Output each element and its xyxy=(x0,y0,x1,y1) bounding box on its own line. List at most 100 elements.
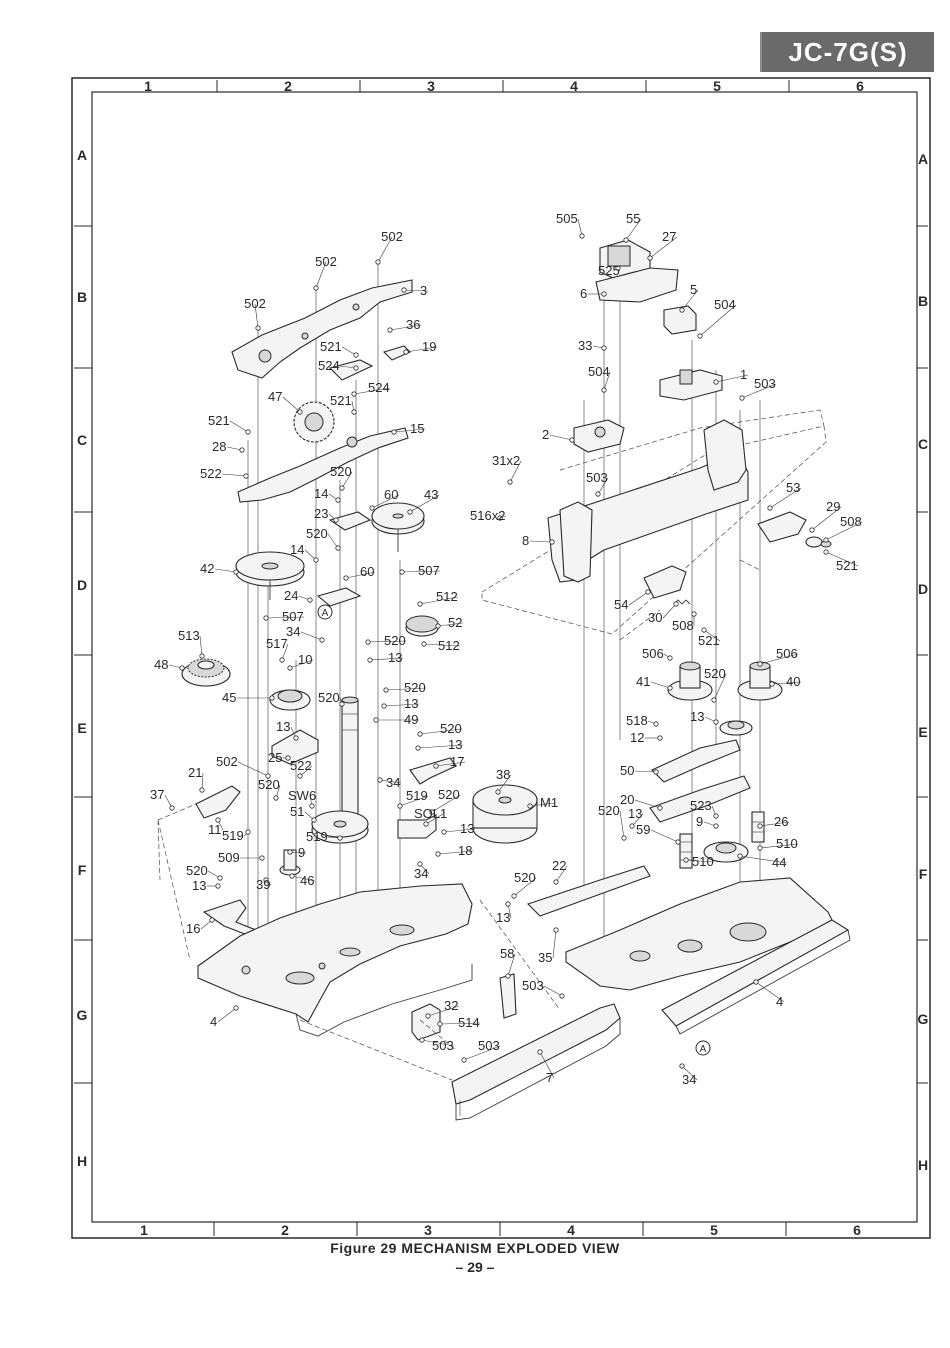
grid-row-label-left: B xyxy=(77,289,87,305)
callout-label: 25 xyxy=(268,750,282,765)
callout-label: 520 xyxy=(514,870,536,885)
callout: 503 xyxy=(739,376,777,401)
grid-col-label-top: 1 xyxy=(144,78,152,94)
callout: 504 xyxy=(697,297,737,339)
fastener-marker xyxy=(415,745,421,751)
grid-col-label-top: 4 xyxy=(570,78,578,94)
callout-leader xyxy=(371,494,400,509)
callout: 510 xyxy=(757,836,799,851)
callout-label: 7 xyxy=(546,1070,553,1085)
callout-label: 524 xyxy=(368,380,390,395)
grid-col-label-bottom: 6 xyxy=(853,1222,861,1238)
callout: 502 xyxy=(216,754,271,779)
fastener-marker xyxy=(417,861,423,867)
callout-label: 23 xyxy=(314,506,328,521)
reference-marker: A xyxy=(695,1040,711,1056)
fastener-marker xyxy=(713,823,719,829)
callout: 4 xyxy=(210,1005,239,1029)
callout-label: 510 xyxy=(692,854,714,869)
callout: 30 xyxy=(648,601,679,625)
callout: 24 xyxy=(284,588,313,603)
fastener-marker xyxy=(667,655,673,661)
callout-leader xyxy=(463,1045,501,1061)
callout-label: 55 xyxy=(626,211,640,226)
fastener-marker xyxy=(373,717,379,723)
callout-leader xyxy=(437,622,464,627)
callout-label: 521 xyxy=(836,558,858,573)
fastener-marker xyxy=(313,557,319,563)
callout-label: 520 xyxy=(384,633,406,648)
fastener-marker xyxy=(233,1005,239,1011)
callout-label: 4 xyxy=(210,1014,217,1029)
fastener-marker xyxy=(417,731,423,737)
callout-leader xyxy=(367,640,407,643)
callout: 18 xyxy=(435,843,474,858)
grid-row-label-left: H xyxy=(77,1153,87,1169)
callout: 60 xyxy=(343,564,376,581)
fastener-marker xyxy=(553,879,559,885)
figure-caption: Figure 29 MECHANISM EXPLODED VIEW xyxy=(330,1240,620,1256)
fastener-marker xyxy=(683,857,689,863)
callout-label: 519 xyxy=(222,828,244,843)
right-mechanism-assembly xyxy=(481,239,851,1035)
grid-row-label-left: E xyxy=(77,720,86,736)
callout-label: 4 xyxy=(776,994,783,1009)
callout-label: 13 xyxy=(388,650,402,665)
grid-col-label-bottom: 1 xyxy=(140,1222,148,1238)
callout: 521 xyxy=(320,339,359,358)
fastener-marker xyxy=(353,352,359,358)
callout: 520 xyxy=(704,666,727,703)
callout-leader xyxy=(662,603,677,619)
callout-leader xyxy=(399,795,429,807)
fastener-marker xyxy=(311,817,317,823)
callout-leader xyxy=(634,799,661,809)
fastener-marker xyxy=(549,539,555,545)
callout-leader xyxy=(389,324,422,331)
callout-label: 9 xyxy=(696,814,703,829)
callout-label: 520 xyxy=(704,666,726,681)
callout: 520 xyxy=(365,633,407,648)
callout-leader xyxy=(401,570,441,573)
fastener-marker xyxy=(757,845,763,851)
callout-leader xyxy=(423,643,461,647)
callout: 516x2 xyxy=(470,508,507,523)
callout: 27 xyxy=(647,229,678,261)
callout-leader xyxy=(634,770,657,773)
callout-leader xyxy=(201,772,204,791)
fastener-marker xyxy=(169,805,175,811)
fastener-marker xyxy=(287,849,293,855)
callout-leader xyxy=(507,953,516,977)
fastener-marker xyxy=(255,325,261,331)
callout-label: 34 xyxy=(682,1072,696,1087)
callout-label: 502 xyxy=(216,754,238,769)
callout: 13 xyxy=(192,878,221,893)
callout-leader xyxy=(437,850,474,855)
callout: 34 xyxy=(414,861,430,881)
callout-label: 512 xyxy=(436,589,458,604)
callout: 502 xyxy=(313,254,337,291)
callout-label: 30 xyxy=(648,610,662,625)
callout: 13 xyxy=(415,737,464,752)
callout-leader xyxy=(237,761,269,777)
callout-label: SW6 xyxy=(288,788,316,803)
callout: 520 xyxy=(511,870,537,899)
callout-label: 520 xyxy=(258,777,280,792)
callout: 514 xyxy=(437,1015,481,1030)
callout: 13 xyxy=(496,901,512,925)
grid-col-label-bottom: 2 xyxy=(281,1222,289,1238)
callout: 13 xyxy=(276,719,299,741)
fastener-marker xyxy=(653,721,659,727)
fastener-marker xyxy=(527,803,533,809)
callout: 521 xyxy=(698,627,721,648)
callout-label: 39 xyxy=(256,877,270,892)
fastener-marker xyxy=(391,429,397,435)
outer-frame xyxy=(71,77,931,1239)
fastener-marker xyxy=(407,509,413,515)
callout-leader xyxy=(811,506,842,531)
callout: 15 xyxy=(391,421,426,436)
callout-label: 504 xyxy=(714,297,736,312)
reference-marker-label: A xyxy=(322,608,329,619)
callout-label: 513 xyxy=(178,628,200,643)
callout: 519 xyxy=(222,828,251,843)
